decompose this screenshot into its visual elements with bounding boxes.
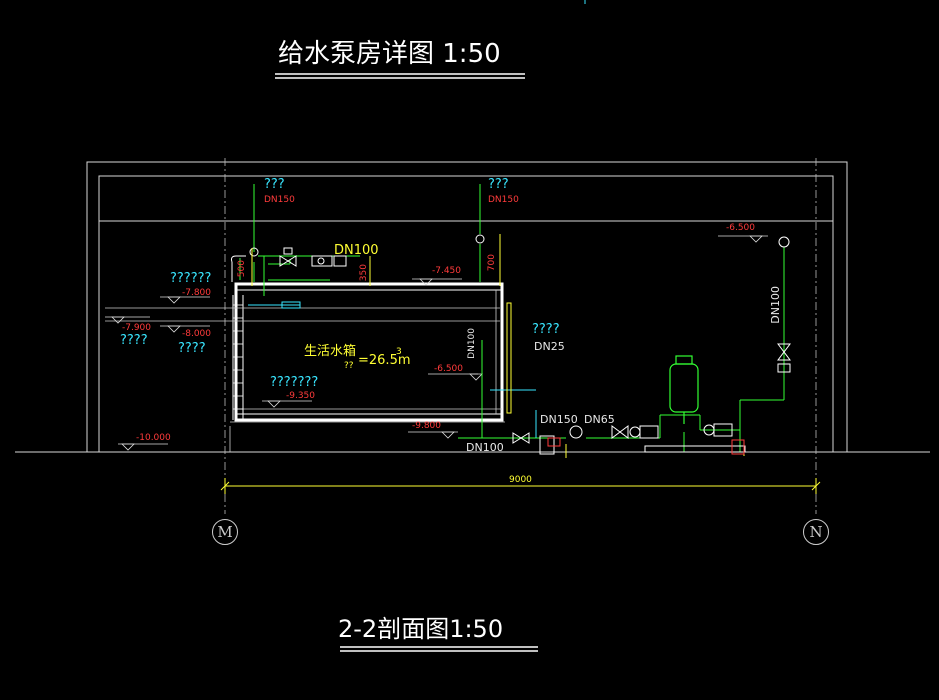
- axis-lines: [224, 158, 817, 514]
- green-pipes: [239, 184, 785, 452]
- label-dn150-right: DN150: [488, 195, 519, 205]
- label-unknown-4b: ????: [178, 341, 206, 356]
- tank-volume-sup: 3: [396, 347, 402, 357]
- tank-name: 生活水箱: [304, 344, 357, 359]
- label-dn65: DN65: [584, 413, 615, 426]
- label-unknown-7: ???????: [270, 375, 319, 390]
- dimension-9000: [220, 478, 821, 494]
- label-dn100-vertical-tank: DN100: [467, 328, 477, 359]
- label-unknown-left: ???: [264, 177, 285, 192]
- tank-volume: =26.5m: [358, 353, 411, 368]
- red-markers: [547, 437, 745, 455]
- level-lines: [105, 307, 500, 322]
- dim-700: 700: [487, 254, 497, 272]
- valves-fittings: [231, 234, 791, 455]
- section-title: 2-2剖面图1:50: [338, 615, 504, 643]
- water-tank: [229, 282, 505, 452]
- label-unknown-4a: ????: [120, 333, 148, 348]
- elevation-9350: -9.350: [286, 391, 316, 401]
- title-underline: [275, 73, 538, 652]
- elevation-6500-top: -6.500: [726, 223, 756, 233]
- cyan-pipes: [248, 301, 537, 438]
- axis-bubble-m: M: [212, 519, 238, 545]
- elevation-10000: -10.000: [136, 433, 171, 443]
- pressure-tank: [669, 355, 699, 424]
- elevation-6500-mid: -6.500: [434, 364, 464, 374]
- label-unknown-4c: ????: [532, 322, 560, 337]
- elevation-9800: -9.800: [412, 421, 442, 431]
- label-unknown-right: ???: [488, 177, 509, 192]
- label-dn100-bottom: DN100: [466, 441, 504, 454]
- dim-500: 500: [237, 260, 247, 278]
- label-dn25: DN25: [534, 340, 565, 353]
- dim-350: 350: [359, 264, 369, 282]
- elevation-7800: -7.800: [182, 288, 212, 298]
- elevation-markers: [105, 235, 768, 451]
- axis-bubble-n: N: [803, 519, 829, 545]
- room-outline: [15, 161, 930, 453]
- dimension-9000-label: 9000: [509, 475, 532, 485]
- drawing-title: 给水泵房详图 1:50: [278, 39, 501, 69]
- label-dn100-vertical-right: DN100: [769, 286, 782, 324]
- elevation-8000: -8.000: [182, 329, 212, 339]
- label-unknown-6: ??????: [170, 271, 212, 286]
- elevation-7450: -7.450: [432, 266, 462, 276]
- label-dn150-left: DN150: [264, 195, 295, 205]
- overflow-pipe: [506, 302, 512, 414]
- label-dn150-pipe: DN150: [540, 413, 578, 426]
- elevation-7900: -7.900: [122, 323, 152, 333]
- label-dn100-top: DN100: [334, 243, 379, 258]
- tank-volume-prefix: ??: [344, 361, 354, 371]
